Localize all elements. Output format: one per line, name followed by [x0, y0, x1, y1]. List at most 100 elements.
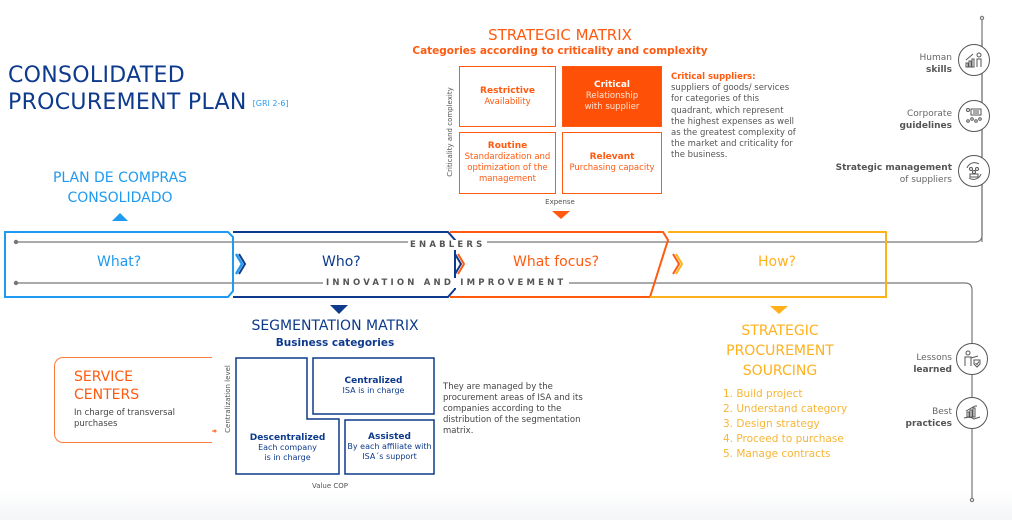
line-end-dot — [979, 15, 985, 21]
enabler-lessons-learned: Lessons learned — [880, 352, 952, 376]
enabler-line1: Lessons — [916, 353, 952, 363]
service-centers-desc: In charge of transversal purchases — [74, 408, 176, 429]
enablers-label: ENABLERS — [408, 240, 488, 250]
cell-desc: Purchasing capacity — [569, 163, 655, 173]
sourcing-step: 3. Design strategy — [723, 418, 820, 430]
presentation-icon — [958, 100, 990, 132]
segmentation-matrix-title: SEGMENTATION MATRIX — [251, 318, 419, 334]
innovation-label: INNOVATION AND IMPROVEMENT — [323, 278, 570, 288]
enablers-line — [16, 20, 983, 243]
service-centers-title: SERVICE CENTERS — [74, 368, 139, 404]
page-title: CONSOLIDATED PROCUREMENT PLAN [GRI 2-6] — [8, 62, 289, 117]
cell-desc: Standardization and — [464, 152, 551, 162]
cell-desc: By each affiliate with — [347, 442, 432, 451]
enabler-line1: Corporate — [907, 109, 952, 119]
stage-who: Who? — [322, 254, 361, 270]
cell-desc: is in charge — [264, 453, 311, 462]
sourcing-step: 5. Manage contracts — [723, 448, 831, 460]
plan-compras-line-2: CONSOLIDADO — [67, 190, 173, 206]
segmentation-assisted-box — [344, 419, 435, 475]
team-cycle-icon — [958, 155, 990, 187]
title-line: STRATEGIC — [741, 323, 819, 339]
segmentation-matrix-subtitle: Business categories — [275, 337, 395, 349]
enabler-strategic-management: Strategic management of suppliers — [810, 162, 952, 186]
chevron-right-icon — [234, 253, 244, 275]
matrix-cell-critical: Critical Relationship with supplier — [562, 66, 662, 127]
sourcing-title: STRATEGIC PROCUREMENT SOURCING — [700, 321, 860, 381]
enabler-line1: Human — [919, 53, 952, 63]
stage-what-focus: What focus? — [513, 254, 600, 270]
innovation-line — [16, 282, 973, 498]
note-title: Critical suppliers: — [671, 72, 756, 82]
chevron-right-icon — [454, 253, 463, 275]
service-centers-box — [54, 357, 212, 443]
hand-chart-icon — [956, 397, 988, 429]
segmentation-cell-descentralized: Descentralized Each company is in charge — [236, 422, 339, 474]
segmentation-cell-centralized: Centralized ISA is in charge — [313, 358, 434, 414]
growth-chart-person-icon — [958, 44, 990, 76]
sourcing-step: 2. Understand category — [723, 403, 848, 415]
stage-how: How? — [758, 254, 796, 270]
segmentation-note: They are managed by the procurement area… — [443, 382, 583, 436]
enabler-line2: guidelines — [899, 121, 952, 131]
cell-desc: ISA´s support — [362, 452, 417, 461]
sourcing-step: 4. Proceed to purchase — [723, 433, 844, 445]
person-shield-icon — [956, 343, 988, 375]
enabler-line1: Best — [932, 407, 952, 417]
strategic-matrix-subtitle: Categories according to criticality and … — [412, 45, 708, 57]
cell-desc: with supplier — [584, 102, 640, 112]
enabler-human-skills: Human skills — [880, 52, 952, 76]
cell-desc: optimization of the — [467, 163, 548, 173]
enabler-line2: learned — [913, 365, 952, 375]
stage-box-how — [650, 231, 887, 298]
segmentation-centralized-box — [312, 357, 435, 415]
arrow-up-icon — [112, 213, 128, 221]
cell-desc: Availability — [484, 96, 531, 107]
enabler-line1: Strategic management — [835, 163, 952, 173]
matrix-cell-restrictive: Restrictive Availability — [459, 66, 556, 127]
cell-name: Assisted — [368, 432, 411, 442]
title-line-1: CONSOLIDATED — [8, 63, 185, 88]
note-body: suppliers of goods/ services for categor… — [671, 83, 796, 161]
strategic-matrix-x-axis: Expense — [545, 198, 575, 206]
matrix-cell-relevant: Relevant Purchasing capacity — [562, 132, 662, 194]
plan-compras-line-1: PLAN DE COMPRAS — [52, 170, 188, 186]
cell-name: Restrictive — [480, 85, 535, 96]
chevron-right-icon — [672, 253, 681, 275]
segmentation-l-shape — [235, 357, 340, 475]
strategic-matrix-title: STRATEGIC MATRIX — [488, 26, 632, 44]
stage-box-what-focus — [450, 231, 670, 298]
title-line-2: PROCUREMENT PLAN — [8, 90, 247, 115]
cell-name: Critical — [593, 80, 630, 90]
sourcing-step: 1. Build project — [723, 388, 803, 400]
line-start-dot — [13, 239, 19, 245]
stage-what: What? — [97, 254, 142, 270]
title-line: CENTERS — [74, 387, 140, 403]
arrow-down-icon — [552, 211, 570, 219]
cell-name: Descentralized — [249, 433, 326, 443]
line-start-dot — [13, 280, 19, 286]
stage-box-who — [233, 231, 456, 298]
cell-desc: Each company — [258, 443, 317, 452]
enabler-best-practices: Best practices — [880, 406, 952, 430]
cell-desc: Relationship — [585, 91, 639, 101]
cell-name: Routine — [487, 141, 528, 151]
arrow-down-icon — [770, 306, 788, 314]
gri-tag: [GRI 2-6] — [252, 98, 289, 108]
page-bottom-fade — [0, 490, 1012, 520]
enabler-corporate-guidelines: Corporate guidelines — [860, 108, 952, 132]
line-end-dot — [969, 497, 975, 503]
sourcing-steps-list: 1. Build project 2. Understand category … — [723, 387, 847, 462]
title-line: SOURCING — [742, 363, 818, 379]
enabler-line2: skills — [926, 65, 952, 75]
cell-desc: ISA is in charge — [342, 386, 405, 395]
critical-suppliers-note: Critical suppliers: suppliers of goods/ … — [671, 72, 796, 162]
cell-desc: management — [479, 174, 536, 184]
stage-box-what — [4, 231, 234, 298]
segmentation-y-axis: Centralization level — [224, 365, 232, 433]
enabler-line2: practices — [905, 419, 952, 429]
enabler-line2: of suppliers — [899, 175, 952, 185]
segmentation-x-axis: Value COP — [311, 482, 349, 490]
matrix-cell-routine: Routine Standardization and optimization… — [459, 132, 556, 194]
